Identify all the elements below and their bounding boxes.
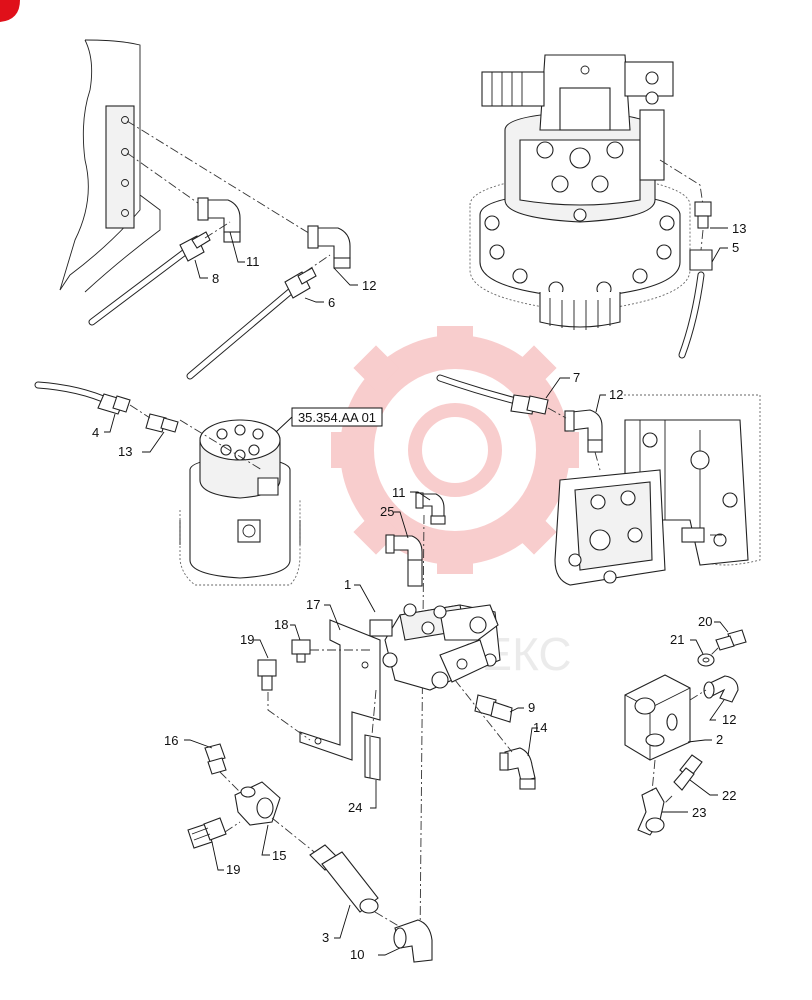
callout-4[interactable]: 4 xyxy=(92,425,99,440)
callout-21[interactable]: 21 xyxy=(670,632,684,647)
spacer-24 xyxy=(364,734,381,781)
leader-lines xyxy=(104,227,729,956)
fitting-22 xyxy=(673,754,703,791)
hydraulic-pump xyxy=(554,394,761,586)
callout-5[interactable]: 5 xyxy=(732,240,739,255)
nipple-19-lower xyxy=(187,817,227,849)
frame-bracket-assembly xyxy=(59,39,321,293)
fitting-9 xyxy=(474,694,513,723)
elbow-fitting-25 xyxy=(385,534,423,587)
block-2 xyxy=(624,674,691,761)
bolt-19-upper xyxy=(257,659,277,691)
elbow-fitting-11-right xyxy=(703,675,739,703)
washer-21 xyxy=(697,653,715,667)
callout-9[interactable]: 9 xyxy=(528,700,535,715)
callout-1[interactable]: 1 xyxy=(344,577,351,592)
callout-12[interactable]: 12 xyxy=(609,387,623,402)
callout-16[interactable]: 16 xyxy=(164,733,178,748)
callout-10[interactable]: 10 xyxy=(350,947,364,962)
elbow-fitting-10 xyxy=(393,919,433,963)
callout-20[interactable]: 20 xyxy=(698,614,712,629)
callout-11[interactable]: 11 xyxy=(392,485,406,500)
callout-19[interactable]: 19 xyxy=(226,862,240,877)
elbow-fitting-11-top xyxy=(415,492,446,525)
elbow-fitting-23 xyxy=(637,787,665,836)
hose-3 xyxy=(309,844,379,914)
callout-13[interactable]: 13 xyxy=(118,444,132,459)
hose-7 xyxy=(436,374,549,415)
swivel-joint xyxy=(179,419,301,586)
hose-5 xyxy=(678,249,713,359)
fitting-16 xyxy=(204,743,227,775)
hose-6 xyxy=(186,267,317,380)
callout-6[interactable]: 6 xyxy=(328,295,335,310)
elbow-fitting-14 xyxy=(499,747,536,790)
callout-3[interactable]: 3 xyxy=(322,930,329,945)
fitting-13-left xyxy=(145,413,179,433)
callout-12[interactable]: 12 xyxy=(362,278,376,293)
callout-22[interactable]: 22 xyxy=(722,788,736,803)
callout-13[interactable]: 13 xyxy=(732,221,746,236)
callout-12[interactable]: 11 xyxy=(246,254,260,269)
corner-badge xyxy=(0,0,20,22)
callout-14[interactable]: 14 xyxy=(533,720,547,735)
bolt-18 xyxy=(291,639,311,663)
callout-18[interactable]: 18 xyxy=(274,617,288,632)
callout-23[interactable]: 23 xyxy=(692,805,706,820)
callout-15[interactable]: 15 xyxy=(272,848,286,863)
elbow-fitting-12-left xyxy=(197,197,241,243)
callout-labels: 11 12 8 6 13 5 4 13 7 12 11 25 1 17 18 1… xyxy=(92,221,746,962)
reference-box-text[interactable]: 35.354.AA 01 xyxy=(298,410,376,425)
fitting-20 xyxy=(715,629,747,651)
callout-8[interactable]: 8 xyxy=(212,271,219,286)
swing-motor xyxy=(469,54,691,330)
tee-fitting-15 xyxy=(234,781,281,826)
callout-2[interactable]: 2 xyxy=(716,732,723,747)
elbow-fitting-12-right xyxy=(307,225,351,269)
callout-11[interactable]: 12 xyxy=(722,712,736,727)
callout-25[interactable]: 25 xyxy=(380,504,394,519)
control-valve-1 xyxy=(369,603,501,691)
callout-7[interactable]: 7 xyxy=(573,370,580,385)
hose-4 xyxy=(34,381,131,415)
callout-24[interactable]: 24 xyxy=(348,800,362,815)
bracket-17 xyxy=(299,619,381,761)
callout-17[interactable]: 17 xyxy=(306,597,320,612)
callout-19[interactable]: 19 xyxy=(240,632,254,647)
mounting-plate xyxy=(105,105,135,229)
hose-8 xyxy=(88,231,211,326)
fitting-13-top xyxy=(694,201,712,229)
